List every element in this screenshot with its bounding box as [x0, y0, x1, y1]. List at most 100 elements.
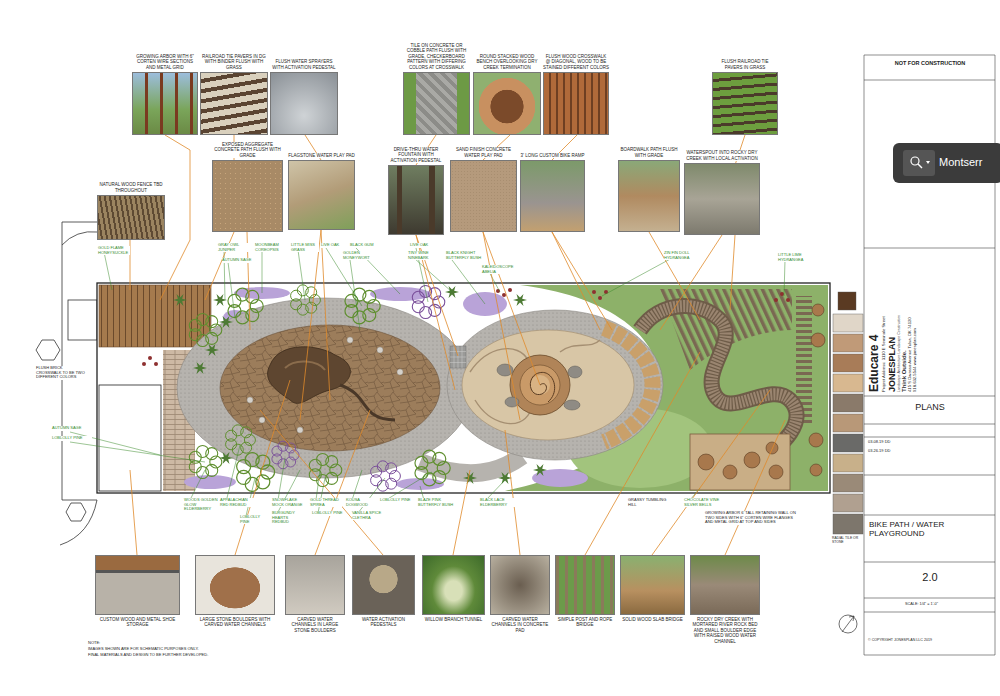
callout-leader [730, 235, 735, 310]
note-heading: NOTE: [88, 641, 148, 646]
plant-label: LOBLOLLY PINE [380, 498, 412, 503]
photo-callout: RAILROAD TIE PAVERS IN DG WITH BINDER FL… [200, 54, 268, 135]
plant-leader [352, 470, 362, 500]
plan-area [220, 325, 440, 451]
photo-image [195, 555, 275, 615]
material-swatches [833, 414, 863, 432]
photo-image [684, 163, 760, 235]
plant-label: LIVE OAK [321, 243, 345, 248]
material-swatches [833, 334, 863, 352]
photo-image [620, 555, 685, 615]
plan-area [285, 361, 325, 370]
plan-area [744, 452, 760, 468]
scale-note: SCALE: 1/4" = 1'-0" [905, 602, 985, 606]
callout-leader [552, 232, 600, 330]
material-swatches [833, 394, 863, 412]
callout-leader [453, 470, 470, 555]
firm-services: Landscape Architecture Landscape Constru… [897, 252, 901, 392]
callout-leader [725, 420, 785, 555]
plan-area [462, 330, 634, 440]
plan-area [340, 385, 395, 420]
callout-leader [235, 380, 290, 555]
plant-leader [452, 260, 485, 304]
photo-caption: ROCKY DRY CREEK WITH MORTARED RIVER ROCK… [690, 617, 760, 644]
plant-leader [350, 260, 360, 330]
photo-image [388, 165, 444, 235]
plan-area [268, 347, 351, 404]
plan-area [497, 364, 582, 410]
callout-leader [660, 235, 722, 330]
tree-symbol [345, 288, 380, 324]
photo-image [618, 160, 680, 232]
plant-leader [262, 250, 263, 293]
shrub-symbol [533, 464, 547, 476]
photo-caption: TILE ON CONCRETE OR COBBLE PATH FLUSH WI… [403, 43, 470, 70]
material-swatches [833, 434, 863, 452]
photo-callout: 3' LONG CUSTOM BIKE RAMP [520, 153, 585, 232]
sheet-title: BIKE PATH / WATER PLAYGROUND [866, 518, 994, 558]
photo-caption: FLUSH RAILROAD TIE PAVERS IN GRASS [712, 59, 778, 70]
photo-image [95, 555, 180, 615]
photo-callout: WATER ACTIVATION PEDESTALS [352, 555, 415, 628]
plan-area [811, 333, 825, 347]
photo-caption: CARVED WATER CHANNELS IN LARGE STONE BOU… [285, 617, 345, 633]
photo-caption: DRIVE-THRU WATER FOUNTAIN WITH ACTIVATIO… [388, 147, 444, 163]
photo-callout: TILE ON CONCRETE OR COBBLE PATH FLUSH WI… [403, 43, 470, 135]
callout-leader [321, 230, 330, 400]
material-swatches [833, 494, 863, 512]
search-text: Montserr [939, 145, 997, 180]
callout-leader [260, 410, 383, 555]
building-outline [68, 300, 97, 340]
plant-label: SNOWFLAKE MOCK ORANGE [272, 498, 306, 507]
plant-label: BURGUNDY HEARTS REDBUD [272, 511, 306, 525]
plant-label: VANILLA SPICE CLETHRA [352, 511, 388, 520]
plant-label: AUTUMN SAGE [222, 258, 252, 263]
photo-callout: EXPOSED AGGREGATE CONCRETE PATH FLUSH WI… [212, 142, 283, 232]
shrub-symbol [173, 286, 547, 484]
plant-label: APPALACHIAN RED REDBUD [220, 498, 254, 507]
photo-callout: LARGE STONE BOULDERS WITH CARVED WATER C… [195, 555, 275, 628]
app-search-overlay [893, 143, 1000, 183]
building-outline [62, 222, 97, 500]
plan-area [377, 347, 383, 353]
photo-callout: BOARDWALK PATH FLUSH WITH GRADE [618, 147, 680, 232]
north-arrow [842, 616, 854, 632]
photo-callout: NATURAL WOOD FENCE TBD THROUGHOUT [97, 182, 165, 240]
north-arrow [839, 615, 857, 633]
photo-caption: GROWING ARBOR WITH 6" CORTEN WIRE SECTIO… [132, 54, 198, 70]
plan-area [530, 372, 554, 402]
note-label: FLUSH BRICK CROSSWALK TO BE TWO DIFFEREN… [36, 366, 88, 380]
callout-leader [300, 230, 321, 420]
area-label: GRASSY TUMBLING HILL [628, 498, 672, 507]
perennial-dots [502, 293, 506, 297]
photo-image [200, 72, 268, 135]
plan-area [247, 337, 403, 433]
sheet-heading-text: PLANS [869, 400, 991, 414]
photo-image [690, 555, 760, 615]
tree-symbol [309, 453, 342, 486]
plan-area [450, 346, 466, 368]
plan-area [397, 369, 403, 375]
photo-caption: ROUND STACKED WOOD BENCH OVERLOOKING DRY… [473, 54, 541, 70]
photo-caption: FLUSH WATER SPRAYERS WITH ACTIVATION PED… [270, 59, 338, 70]
plant-label: BLACK LACE ELDERBERRY [480, 498, 518, 507]
plan-area [809, 433, 823, 447]
perennial-dots [786, 298, 790, 302]
revision-date: 03.26.19 DD [868, 449, 928, 454]
north-arrow [839, 615, 857, 633]
plant-leader [278, 458, 285, 500]
plan-area [698, 304, 825, 479]
tree-symbol [371, 461, 401, 491]
plant-label: LITTLE LIME HYDRANGEA [778, 253, 818, 262]
photo-caption: WATERSPOUT INTO ROCKY DRY CREEK WITH LOC… [684, 150, 760, 161]
plant-leader [104, 252, 112, 290]
status-note: NOT FOR CONSTRUCTION [869, 60, 991, 67]
photo-callout: CUSTOM WOOD AND METAL SHOE STORAGE [95, 555, 180, 628]
rotated-text-block: Educare 4Project Address: 3110 E Seminol… [866, 250, 928, 394]
app-search-overlay [918, 164, 922, 168]
perennial-dots [154, 362, 158, 366]
plant-label: AUTUMN SAGE [52, 426, 92, 431]
callout-leader [130, 470, 137, 555]
photo-image [712, 72, 778, 135]
